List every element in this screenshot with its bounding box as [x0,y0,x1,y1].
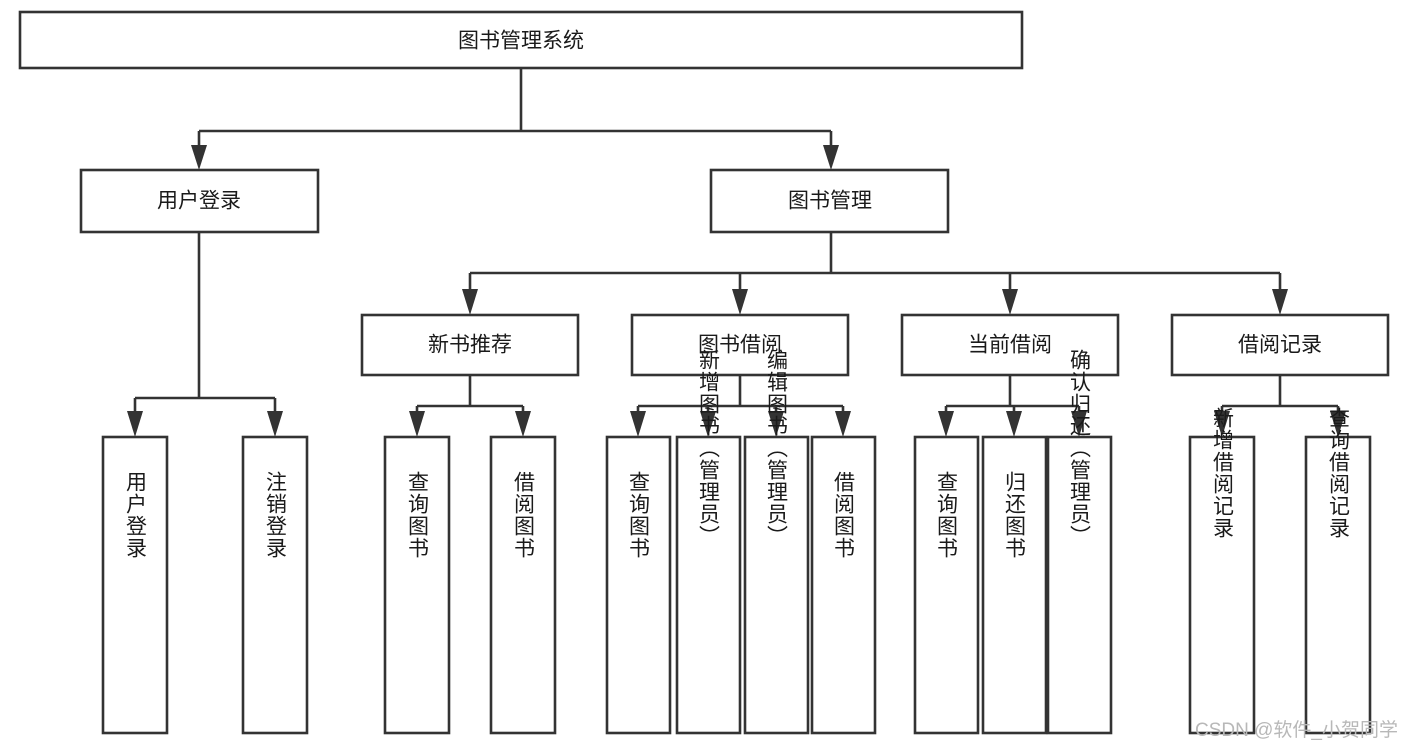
node-book-management[interactable]: 图书管理 [709,168,950,234]
node-leaf-logout-box[interactable] [241,435,309,735]
node-leaf-add-record-box[interactable] [1188,435,1256,735]
node-leaf-return-book[interactable]: 归还图书 [981,435,1048,735]
node-root[interactable]: 图书管理系统 [18,10,1024,70]
node-leaf-return-book-label: 归还图书 [1003,471,1027,559]
connector-layer [127,68,1346,437]
node-leaf-add-record-label: 新增借阅记录 [1211,407,1235,539]
node-leaf-edit-book-box[interactable] [743,435,810,735]
node-leaf-query-book-3-label: 查询图书 [935,471,959,559]
node-leaf-confirm-return[interactable]: 确认归还（管理员） [1046,349,1113,735]
node-leaf-edit-book[interactable]: 编辑图书（管理员） [743,349,810,735]
node-new-book-recommend-label: 新书推荐 [428,334,512,357]
arrow-leaf-add-book [700,411,716,437]
node-leaf-return-book-box[interactable] [981,435,1048,735]
arrow-to-current-borrow [1002,289,1018,315]
node-leaf-borrow-book-1[interactable]: 借阅图书 [489,435,557,735]
arrow-leaf-borrow-book-1 [515,411,531,437]
arrow-leaf-edit-book [768,411,784,437]
arrow-leaf-confirm-return [1071,411,1087,437]
node-leaf-query-book-1[interactable]: 查询图书 [383,435,451,735]
arrow-to-new-book [462,289,478,315]
node-current-borrow-label: 当前借阅 [968,334,1052,357]
node-leaf-user-login-label: 用户登录 [124,471,148,559]
node-leaf-query-book-3-box[interactable] [913,435,980,735]
node-book-management-box[interactable] [709,168,950,234]
node-current-borrow[interactable]: 当前借阅 [900,313,1120,377]
arrow-leaf-return-book [1006,411,1022,437]
node-leaf-add-book-box[interactable] [675,435,742,735]
node-leaf-query-book-1-label: 查询图书 [406,471,430,559]
node-borrow-record-label: 借阅记录 [1238,334,1322,357]
node-user-login-label: 用户登录 [157,190,241,213]
node-leaf-borrow-book-2-label: 借阅图书 [832,471,856,559]
arrow-leaf-add-record [1214,411,1230,437]
arrow-leaf-borrow-book-2 [835,411,851,437]
node-leaf-borrow-book-1-box[interactable] [489,435,557,735]
node-leaf-query-book-1-box[interactable] [383,435,451,735]
node-user-login-box[interactable] [79,168,320,234]
node-leaf-edit-book-label: 编辑图书（管理员） [765,349,789,547]
node-user-login[interactable]: 用户登录 [79,168,320,234]
arrow-to-user-login [191,145,207,170]
arrow-to-borrow-record [1272,289,1288,315]
node-leaf-add-book[interactable]: 新增图书（管理员） [675,349,742,735]
node-borrow-record-box[interactable] [1170,313,1390,377]
node-leaf-query-record-label: 查询借阅记录 [1327,407,1351,539]
node-leaf-user-login-box[interactable] [101,435,169,735]
node-book-management-label: 图书管理 [788,190,872,213]
node-leaf-query-book-2[interactable]: 查询图书 [605,435,672,735]
node-leaf-add-book-label: 新增图书（管理员） [697,349,721,547]
node-leaf-borrow-book-2[interactable]: 借阅图书 [810,435,877,735]
node-new-book-recommend[interactable]: 新书推荐 [360,313,580,377]
node-leaf-logout-label: 注销登录 [264,471,288,559]
node-book-borrow[interactable]: 图书借阅 [630,313,850,377]
arrow-leaf-logout [267,411,283,437]
arrow-leaf-query-book-2 [630,411,646,437]
node-new-book-recommend-box[interactable] [360,313,580,377]
arrow-leaf-user-login [127,411,143,437]
node-leaf-query-book-3[interactable]: 查询图书 [913,435,980,735]
node-leaf-query-book-2-box[interactable] [605,435,672,735]
arrow-to-book-borrow [732,289,748,315]
node-book-borrow-box[interactable] [630,313,850,377]
node-leaf-confirm-return-label: 确认归还（管理员） [1068,349,1092,547]
arrow-leaf-query-book-3 [938,411,954,437]
node-leaf-borrow-book-2-box[interactable] [810,435,877,735]
arrow-leaf-query-book-1 [409,411,425,437]
node-leaf-confirm-return-box[interactable] [1046,435,1113,735]
node-root-box[interactable] [18,10,1024,70]
node-book-borrow-label: 图书借阅 [698,334,782,357]
node-borrow-record[interactable]: 借阅记录 [1170,313,1390,377]
node-leaf-query-record[interactable]: 查询借阅记录 [1304,407,1372,735]
node-leaf-logout[interactable]: 注销登录 [241,435,309,735]
arrow-to-book-management [823,145,839,170]
node-current-borrow-box[interactable] [900,313,1120,377]
node-leaf-borrow-book-1-label: 借阅图书 [512,471,536,559]
node-leaf-query-book-2-label: 查询图书 [627,471,651,559]
node-leaf-query-record-box[interactable] [1304,435,1372,735]
node-root-label: 图书管理系统 [458,30,584,53]
csdn-watermark: CSDN @软件_小贺同学 [1195,719,1398,741]
arrow-leaf-query-record [1330,411,1346,437]
node-leaf-user-login[interactable]: 用户登录 [101,435,169,735]
node-leaf-add-record[interactable]: 新增借阅记录 [1188,407,1256,735]
